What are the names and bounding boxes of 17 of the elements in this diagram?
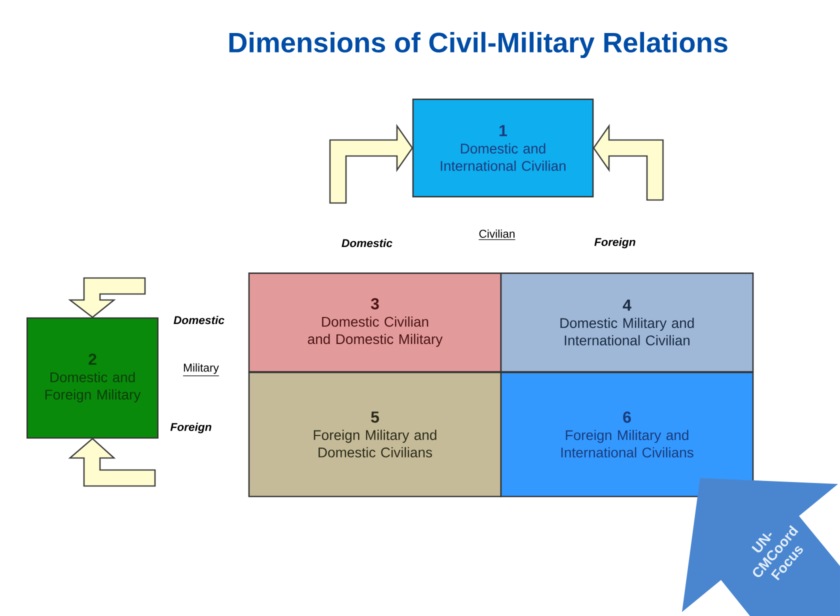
axis-label: Military bbox=[182, 363, 220, 376]
title: Dimensions of Civil-Military Relations bbox=[229, 32, 728, 58]
matrix-cell: 5 Foreign Military and Domestic Civilians bbox=[248, 372, 502, 498]
matrix-cell: 3 Domestic Civilian and Domestic Military bbox=[248, 272, 502, 372]
axis-label: Domestic bbox=[342, 238, 392, 248]
block-arrow bbox=[592, 124, 664, 201]
matrix-cell: 4 Domestic Military and International Civilian bbox=[500, 272, 754, 372]
matrix-cell: 6 Foreign Military and International Civilians bbox=[500, 372, 754, 498]
process-box: 2 Domestic and Foreign Military bbox=[26, 317, 158, 439]
process-box: 1 Domestic and International Civilian bbox=[412, 98, 594, 198]
axis-label: Foreign bbox=[170, 422, 212, 434]
block-arrow bbox=[68, 438, 156, 487]
axis-label: Foreign bbox=[594, 238, 636, 248]
axis-label: Civilian bbox=[478, 230, 516, 240]
axis-label: Domestic bbox=[174, 316, 224, 324]
block-arrow bbox=[329, 124, 414, 204]
block-arrow bbox=[68, 277, 146, 318]
